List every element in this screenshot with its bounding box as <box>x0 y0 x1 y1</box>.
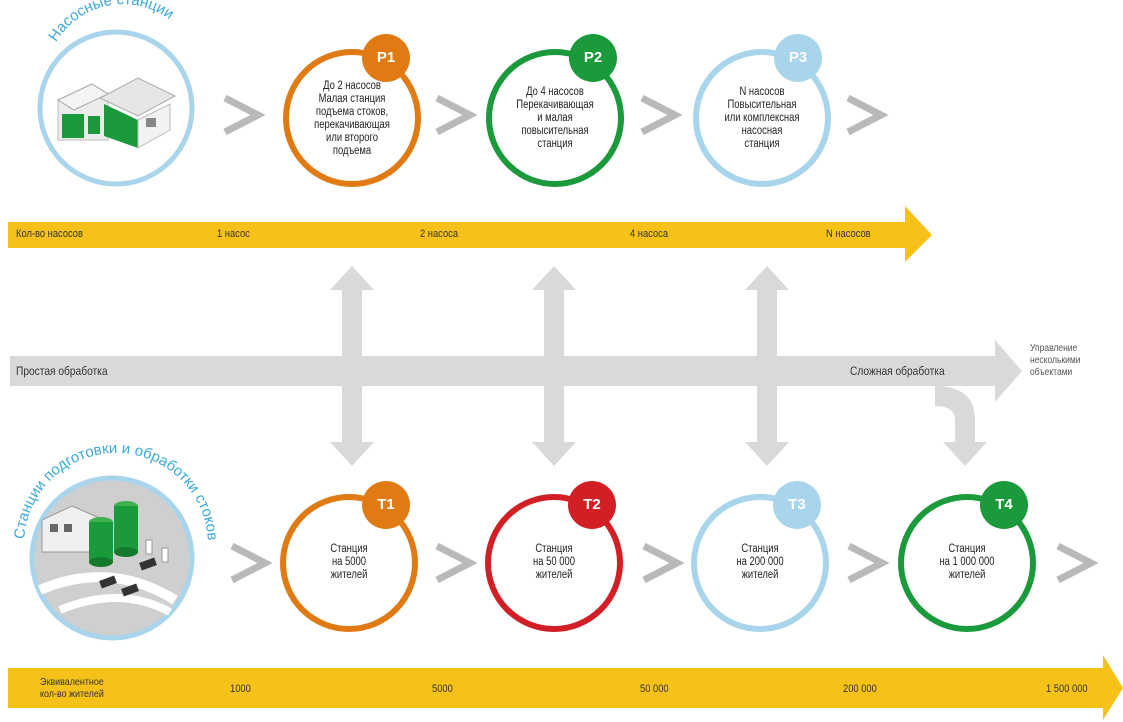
pumps-axis-tick: 2 насоса <box>420 228 459 240</box>
inhabitants-axis-tick: 200 000 <box>843 683 877 695</box>
treatment-plant-illustration <box>38 501 178 616</box>
house-illustration <box>56 77 177 149</box>
pumps-axis-tick: N насосов <box>826 228 871 240</box>
station-p2-text: До 4 насосов Перекачивающая и малая повы… <box>516 86 594 150</box>
inhabitants-bar <box>8 655 1123 720</box>
pumps-axis-tick: 1 насос <box>217 228 250 240</box>
simple-processing-label: Простая обработка <box>16 364 108 378</box>
inhabitants-axis-tick: 1 500 000 <box>1046 683 1088 695</box>
station-t3 <box>691 481 829 632</box>
station-t2 <box>485 481 623 632</box>
pumps-axis-tick: 4 насоса <box>630 228 669 240</box>
inhabitants-axis-tick: 50 000 <box>640 683 669 695</box>
badge-p1: P1 <box>376 49 396 66</box>
station-t4-text: Станция на 1 000 000 жителей <box>939 543 995 581</box>
processing-arrows <box>10 266 1022 466</box>
inhabitants-axis-tick: 5000 <box>432 683 453 695</box>
badge-p2: P2 <box>583 49 603 66</box>
inhabitants-axis-title: Эквивалентное кол-во жителей <box>40 676 104 700</box>
pumping-station-circle <box>37 29 195 187</box>
pumps-axis-title: Кол-во насосов <box>16 228 83 240</box>
station-p1 <box>283 34 421 187</box>
station-p1-text: До 2 насосов Малая станция подъема стоко… <box>314 80 390 157</box>
badge-p3: P3 <box>788 49 808 66</box>
complex-processing-label: Сложная обработка <box>850 364 945 378</box>
station-t3-text: Станция на 200 000 жителей <box>736 543 784 581</box>
station-p3 <box>693 34 831 187</box>
badge-t3: T3 <box>788 496 806 513</box>
badge-t4: T4 <box>995 496 1013 513</box>
multi-object-label: Управление несколькими объектами <box>1030 343 1081 378</box>
inhabitants-axis-tick: 1000 <box>230 683 251 695</box>
station-t4 <box>898 481 1036 632</box>
station-p3-text: N насосов Повысительная или комплексная … <box>724 86 800 150</box>
station-p2 <box>486 34 624 187</box>
badge-t1: T1 <box>377 496 395 513</box>
pumps-count-bar <box>8 206 932 262</box>
chevrons <box>223 94 1099 584</box>
station-t1-text: Станция на 5000 жителей <box>330 543 368 581</box>
station-t2-text: Станция на 50 000 жителей <box>533 543 575 581</box>
badge-t2: T2 <box>583 496 601 513</box>
station-t1 <box>280 481 418 632</box>
